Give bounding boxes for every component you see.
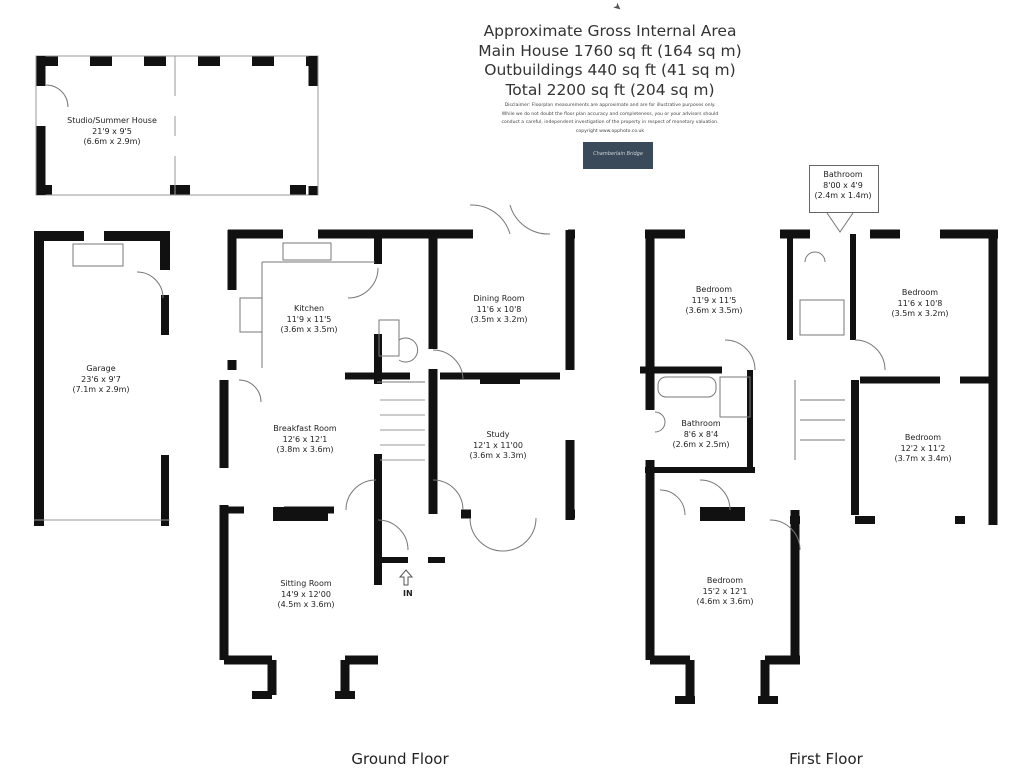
room-metric: (3.6m x 3.5m) (685, 306, 743, 315)
room-imperial: 12'2 x 11'2 (900, 443, 946, 453)
header-line-1: Approximate Gross Internal Area (483, 22, 737, 40)
room-name: Bedroom (904, 433, 942, 442)
disclaimer-1: Disclaimer: Floorplan measurements are a… (504, 103, 716, 108)
room-metric: (2.6m x 2.5m) (672, 440, 730, 449)
room-name: Dining Room (473, 294, 525, 303)
header-line-3: Outbuildings 440 sq ft (41 sq m) (484, 61, 736, 79)
room-name: Bathroom (681, 419, 721, 428)
room-imperial: 11'6 x 10'8 (476, 304, 522, 314)
room-imperial: 8'6 x 8'4 (683, 429, 719, 439)
room-metric: (3.7m x 3.4m) (894, 454, 952, 463)
logo-text: Chamberlain Bridge (593, 151, 643, 157)
room-label-sitting: Sitting Room 14'9 x 12'00 (4.5m x 3.6m) (277, 579, 334, 611)
room-name: Breakfast Room (273, 424, 337, 433)
room-name: Studio/Summer House (67, 116, 157, 125)
room-label-bed4: Bedroom 15'2 x 12'1 (4.6m x 3.6m) (696, 576, 753, 608)
room-imperial: 21'9 x 9'5 (92, 126, 132, 136)
room-metric: (3.6m x 3.3m) (469, 451, 527, 460)
room-metric: (3.5m x 3.2m) (470, 315, 528, 324)
room-name: Bedroom (695, 285, 733, 294)
ground-floor-label: Ground Floor (351, 750, 449, 768)
disclaimer-4: copyright www.opphoto.co.uk (575, 128, 645, 134)
disclaimer-3: conduct a careful, independent investiga… (501, 120, 719, 126)
area-header: Approximate Gross Internal Area Main Hou… (440, 22, 780, 134)
room-imperial: 14'9 x 12'00 (281, 589, 331, 599)
room-label-bathroom-top: Bathroom 8'00 x 4'9 (2.4m x 1.4m) (814, 170, 871, 202)
header-line-4: Total 2200 sq ft (204 sq m) (505, 80, 715, 99)
room-label-studio: Studio/Summer House 21'9 x 9'5 (6.6m x 2… (67, 116, 157, 148)
room-label-bed1: Bedroom 11'9 x 11'5 (3.6m x 3.5m) (685, 285, 742, 317)
first-floor-label: First Floor (789, 750, 863, 768)
room-name: Bathroom (823, 170, 863, 179)
room-name: Bedroom (901, 288, 939, 297)
room-name: Kitchen (293, 304, 325, 313)
ground-floor-fittings (238, 204, 551, 586)
room-label-garage: Garage 23'6 x 9'7 (7.1m x 2.9m) (72, 364, 129, 396)
header-line-2: Main House 1760 sq ft (164 sq m) (478, 41, 742, 60)
room-label-bed3: Bedroom 12'2 x 11'2 (3.7m x 3.4m) (894, 433, 951, 465)
room-name: Bedroom (706, 576, 744, 585)
room-label-bed2: Bedroom 11'6 x 10'8 (3.5m x 3.2m) (891, 288, 948, 320)
room-name: Garage (86, 364, 116, 373)
room-imperial: 12'1 x 11'00 (473, 440, 523, 450)
room-imperial: 23'6 x 9'7 (81, 374, 121, 384)
room-metric: (6.6m x 2.9m) (83, 137, 141, 146)
room-metric: (3.6m x 3.5m) (280, 325, 338, 334)
bathroom-callout (809, 165, 879, 213)
room-label-study: Study 12'1 x 11'00 (3.6m x 3.3m) (469, 430, 526, 462)
room-metric: (3.5m x 3.2m) (891, 309, 949, 318)
room-imperial: 8'00 x 4'9 (823, 180, 863, 190)
room-label-dining: Dining Room 11'6 x 10'8 (3.5m x 3.2m) (470, 294, 527, 326)
room-imperial: 11'9 x 11'5 (286, 314, 332, 324)
first-floor-fittings (654, 209, 886, 551)
room-label-breakfast: Breakfast Room 12'6 x 12'1 (3.8m x 3.6m) (273, 424, 336, 456)
room-metric: (4.6m x 3.6m) (696, 597, 754, 606)
room-imperial: 11'9 x 11'5 (691, 295, 737, 305)
room-metric: (4.5m x 3.6m) (277, 600, 335, 609)
room-metric: (2.4m x 1.4m) (814, 191, 872, 200)
disclaimer-2: While we do not doubt the floor plan acc… (501, 111, 719, 117)
entrance-label: IN (403, 589, 413, 598)
room-imperial: 11'6 x 10'8 (897, 298, 943, 308)
garage-outline (34, 231, 170, 526)
first-floor-walls (640, 229, 998, 704)
room-name: Study (486, 430, 510, 439)
agent-logo: Chamberlain Bridge (583, 142, 653, 169)
room-imperial: 15'2 x 12'1 (702, 586, 748, 596)
room-metric: (7.1m x 2.9m) (72, 385, 130, 394)
room-name: Sitting Room (280, 579, 332, 588)
room-label-bathroom: Bathroom 8'6 x 8'4 (2.6m x 2.5m) (672, 419, 729, 451)
studio-outline (35, 55, 319, 196)
room-imperial: 12'6 x 12'1 (282, 434, 328, 444)
room-metric: (3.8m x 3.6m) (276, 445, 334, 454)
room-label-kitchen: Kitchen 11'9 x 11'5 (3.6m x 3.5m) (280, 304, 337, 336)
ground-floor-walls (219, 229, 575, 699)
